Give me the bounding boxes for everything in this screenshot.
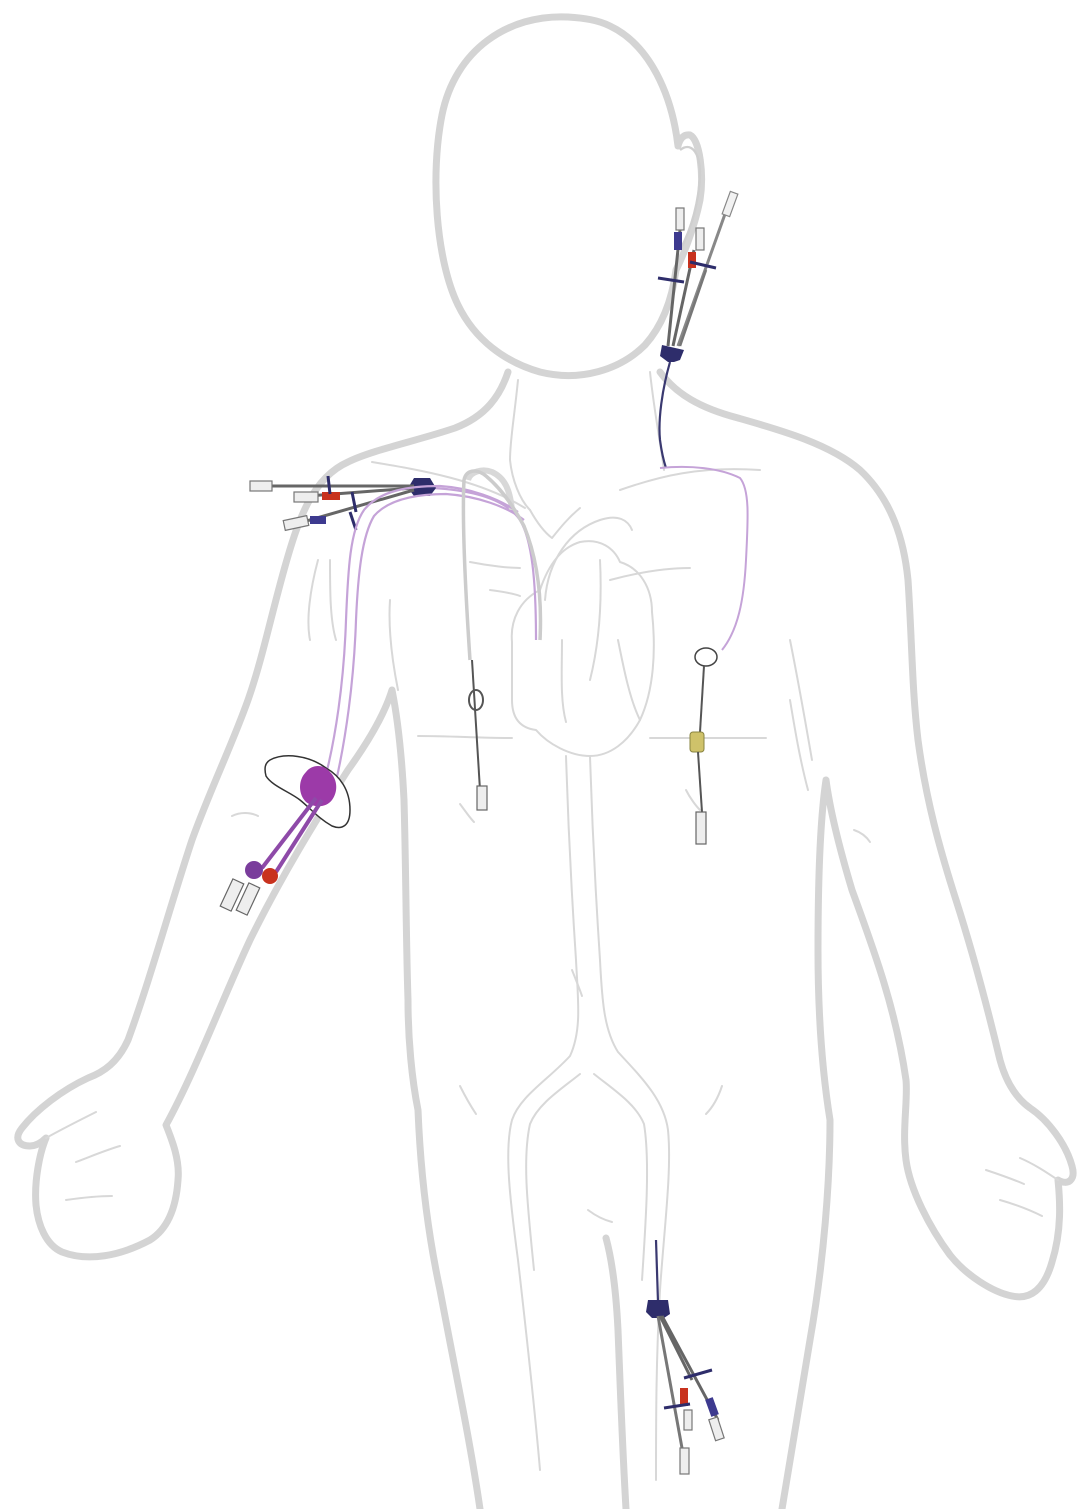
femoral-cap-3	[684, 1410, 692, 1430]
left-rib-mark	[460, 804, 474, 822]
jugular-clamp-red	[688, 252, 696, 268]
jugular-cap-2	[696, 228, 704, 250]
femoral-cap-2	[709, 1417, 724, 1441]
left-armpit-line	[389, 600, 398, 690]
left-elbow-crease	[232, 813, 258, 816]
body-outline	[18, 17, 1073, 1509]
femoral-cap-1	[680, 1448, 689, 1474]
subclavian-cap-3	[283, 516, 309, 531]
right-elbow-crease	[854, 830, 870, 842]
tunneled-catheter-cuff	[469, 690, 483, 710]
left-chest-line	[490, 590, 520, 596]
right-hand-fingers	[986, 1158, 1058, 1216]
left-arm-line-2	[330, 560, 336, 640]
port-cap	[696, 812, 706, 844]
jugular-catheter-purple	[660, 467, 748, 650]
femoral-clamp-blue	[705, 1397, 719, 1417]
anatomy-details	[46, 372, 1058, 1480]
implanted-port-line	[690, 648, 717, 844]
implanted-port	[695, 648, 717, 666]
right-armpit-line	[790, 640, 812, 760]
femoral-clamp-bar-1	[664, 1404, 690, 1408]
jugular-hub	[660, 345, 684, 362]
femoral-hub	[646, 1300, 670, 1318]
body-right-outline	[660, 372, 1073, 1509]
right-clavicle	[620, 469, 760, 490]
neck-line-left	[510, 380, 530, 510]
body-left-outline	[18, 372, 508, 1509]
subclavian-clamp-blue	[310, 516, 326, 524]
jugular-cap-1	[676, 208, 684, 230]
subclavian-cap-1	[250, 481, 272, 491]
right-arm-line	[790, 700, 808, 790]
groin-mark	[588, 1210, 612, 1222]
left-arm-line-1	[308, 560, 318, 640]
picc-hub-red	[262, 868, 278, 884]
tunneled-catheter-line	[472, 660, 480, 790]
subclavian-cap-2	[294, 492, 318, 502]
femoral-tube	[656, 1240, 658, 1302]
picc-leg-2	[276, 800, 322, 872]
chest-lower-left	[418, 736, 512, 738]
jugular-clamp-blue	[674, 232, 682, 250]
tunneled-catheter-cap	[477, 786, 487, 810]
right-pec-line	[610, 568, 690, 580]
jugular-catheter	[658, 191, 748, 650]
head-outline	[436, 17, 702, 376]
jugular-clamp-bar-1	[658, 278, 684, 282]
inner-leg-outline	[606, 1238, 626, 1509]
right-rib-mark	[686, 790, 700, 810]
picc-line	[220, 486, 524, 915]
left-hip-mark	[460, 1086, 476, 1114]
heart-inner-line	[562, 560, 640, 722]
subclavian-clamp-bar-2	[328, 476, 330, 494]
left-hand-fingers	[46, 1112, 120, 1200]
right-hip-mark	[706, 1086, 722, 1114]
subclavian-catheter	[250, 470, 536, 640]
port-line-1	[700, 666, 704, 732]
tunneled-catheter	[463, 471, 540, 810]
port-line-2	[698, 752, 702, 812]
descending-aorta-inner	[590, 756, 669, 1480]
sternal-notch	[530, 508, 580, 538]
left-pec-line	[470, 562, 520, 568]
picc-tube-outer	[322, 486, 518, 790]
port-clamp-yellow	[690, 732, 704, 752]
jugular-cap-3	[722, 191, 738, 216]
aortic-bifurcation	[526, 1074, 647, 1280]
picc-hub-purple	[245, 861, 263, 879]
descending-aorta	[508, 756, 578, 1470]
